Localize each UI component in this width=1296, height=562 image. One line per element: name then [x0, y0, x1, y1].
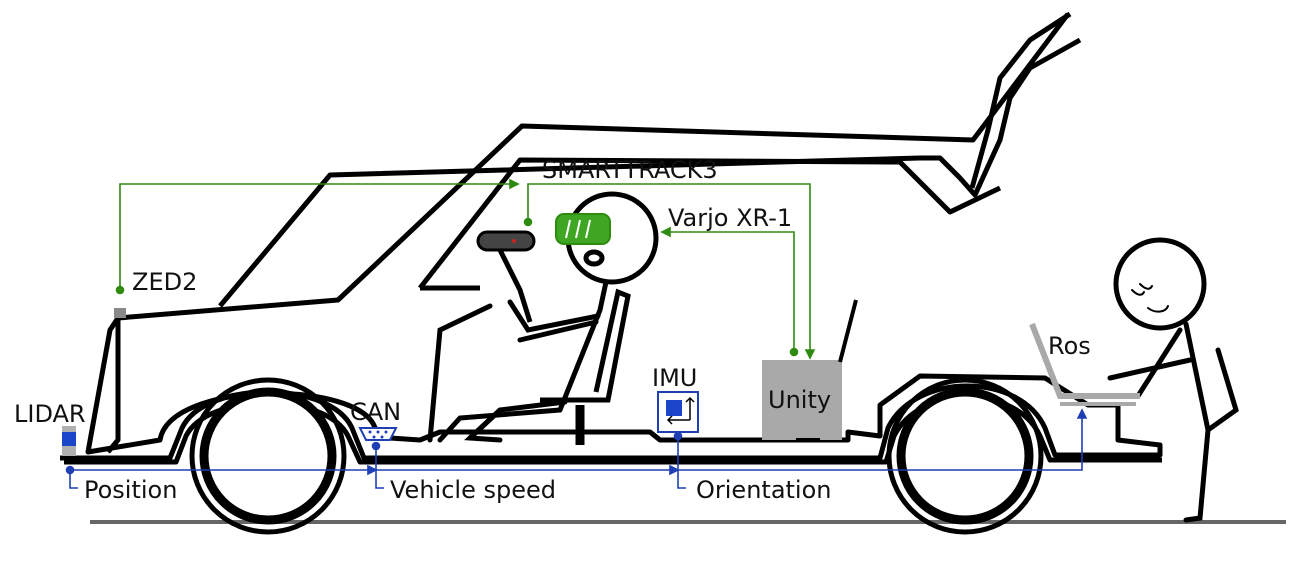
label-orientation: Orientation	[696, 476, 832, 504]
imu-sensor-icon	[657, 391, 699, 433]
vr-headset-icon	[555, 213, 611, 245]
lidar-sensor-icon	[62, 426, 76, 456]
can-connector-icon	[358, 427, 398, 441]
label-lidar: LIDAR	[14, 400, 86, 428]
operator-figure	[1107, 237, 1239, 523]
green-connections	[115, 178, 816, 360]
label-zed2: ZED2	[132, 268, 197, 296]
unity-computer	[762, 299, 858, 442]
label-imu: IMU	[652, 364, 697, 392]
label-position: Position	[84, 476, 177, 504]
label-can: CAN	[350, 398, 401, 426]
driver-seat	[540, 288, 631, 445]
label-varjo: Varjo XR-1	[668, 204, 792, 232]
label-vehicle-speed: Vehicle speed	[390, 476, 556, 504]
label-unity: Unity	[768, 386, 831, 414]
stereo-camera-icon	[114, 308, 126, 318]
front-wheel	[189, 377, 347, 535]
laptop-icon	[1029, 322, 1140, 406]
tracking-bar-icon	[476, 230, 536, 252]
rear-wheel	[886, 377, 1044, 535]
steering-column	[497, 248, 533, 323]
label-smarttrack: SMARTTRACK3	[542, 156, 718, 184]
label-ros: Ros	[1048, 332, 1091, 360]
blue-connections	[65, 408, 1088, 489]
